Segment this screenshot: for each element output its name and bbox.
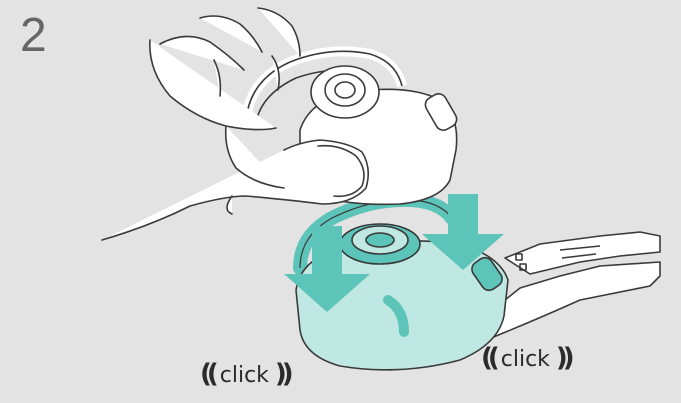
sound-wave-left-icon: (( (200, 359, 214, 389)
click-text-left: click (214, 363, 275, 388)
click-text-right: click (495, 347, 556, 372)
step-number: 2 (20, 8, 47, 64)
click-label-right: ((click)) (481, 344, 570, 374)
sound-wave-right-icon: )) (556, 343, 570, 373)
sound-wave-left-icon: (( (481, 343, 495, 373)
click-label-left: ((click)) (200, 360, 289, 390)
sound-wave-right-icon: )) (275, 359, 289, 389)
